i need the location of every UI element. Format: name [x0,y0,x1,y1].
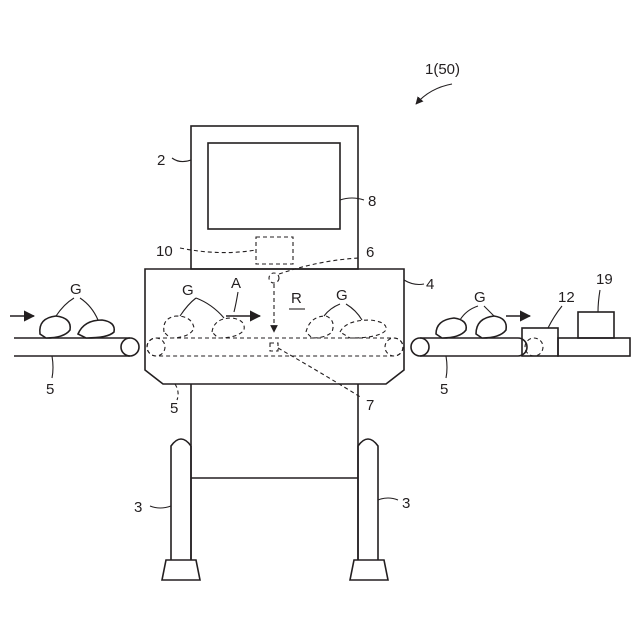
sensor [269,273,279,283]
controller-box [256,237,293,264]
leg-right [350,439,388,580]
label-display-housing: 2 [157,152,165,169]
label-display-screen: 8 [368,193,376,210]
leader-goods-inner-left-b [196,298,224,318]
display-screen [208,143,340,229]
label-controller: 10 [156,243,173,260]
label-sorter: 12 [558,289,575,306]
leader-sensor [279,258,360,274]
label-measure-unit: 7 [366,397,374,414]
leader-direction [234,292,238,312]
label-goods-left: G [70,281,82,298]
leader-inner-conveyor [175,384,178,400]
label-leg-left: 3 [134,499,142,516]
leader-goods-right-b [484,306,494,316]
measure-unit [270,343,278,351]
inner-goods-right [306,316,386,338]
label-leg-right: 3 [402,495,410,512]
label-goods-right: G [474,289,486,306]
label-goods-inner-right: G [336,287,348,304]
leader-display-housing [172,158,191,162]
leader-sorter [548,306,562,328]
leader-goods-left-a [56,298,74,316]
label-direction: A [231,275,241,292]
leader-leg-left [150,506,171,508]
leader-leg-right [378,498,398,500]
leg-left [162,439,200,580]
leader-goods-left-b [80,298,98,320]
sorter-unit [522,328,558,356]
leader-collector [598,290,600,312]
reference-title: 1(50) [425,61,460,78]
leader-conveyor-left [52,356,53,378]
collector-box [578,312,614,338]
leader-goods-inner-left-a [180,298,196,316]
label-inner-conveyor: 5 [170,400,178,417]
leader-conveyor-right [446,356,447,378]
leader-display-screen [340,198,364,200]
label-main-body: 4 [426,276,434,293]
label-goods-inner-left: G [182,282,194,299]
left-conveyor [14,338,139,356]
label-conveyor-left: 5 [46,381,54,398]
goods-left [40,316,114,338]
discharge-conveyor [558,338,630,356]
label-sensor: 6 [366,244,374,261]
label-collector: 19 [596,271,613,288]
leader-goods-inner-right-b [346,304,362,320]
reference-leader-arrow [416,84,452,104]
leader-main-body [404,280,424,285]
goods-right [436,316,506,338]
right-conveyor [411,338,527,356]
leader-goods-right-a [460,306,478,320]
inner-goods-left [164,316,245,338]
leader-goods-inner-right-a [324,304,340,316]
label-conveyor-right: 5 [440,381,448,398]
inner-conveyor [147,338,403,356]
display-housing [191,126,358,269]
stand-frame [191,384,358,560]
label-region: R [291,290,302,307]
